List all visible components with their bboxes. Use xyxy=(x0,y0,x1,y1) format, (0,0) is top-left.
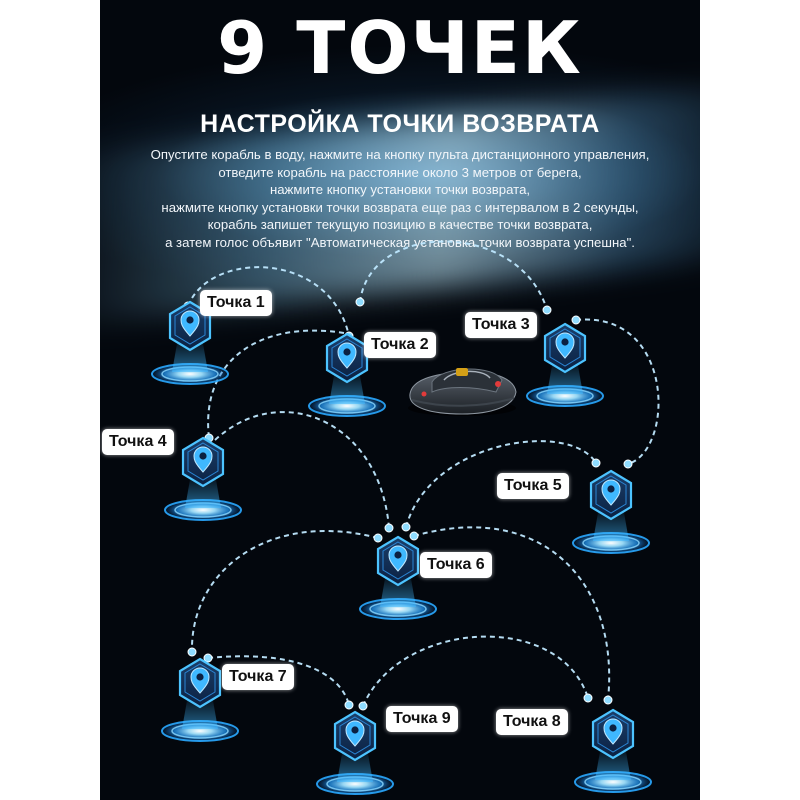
route-6-7 xyxy=(190,530,379,653)
waypoint-7-label: Точка 7 xyxy=(222,664,294,690)
instruction-line: отведите корабль на расстояние около 3 м… xyxy=(218,164,582,180)
waypoint-8-location-pin-icon xyxy=(571,708,655,795)
waypoint-4-label: Точка 4 xyxy=(102,429,174,455)
route-7-9 xyxy=(207,655,350,706)
instruction-line: нажмите кнопку установки точки возврата … xyxy=(161,199,639,215)
route-4-6 xyxy=(214,411,390,529)
waypoint-1-label: Точка 1 xyxy=(200,290,272,316)
waypoint-3-location-pin-icon xyxy=(523,322,607,409)
route-paths xyxy=(187,240,660,707)
waypoint-8-label: Точка 8 xyxy=(496,709,568,735)
boat-icon xyxy=(408,368,517,416)
route-6-5 xyxy=(405,440,597,528)
page-subtitle: НАСТРОЙКА ТОЧКИ ВОЗВРАТА xyxy=(200,110,600,138)
waypoint-4-location-pin-icon xyxy=(161,436,245,523)
waypoint-9-location-pin-icon xyxy=(313,710,397,797)
waypoint-2-label: Точка 2 xyxy=(364,332,436,358)
route-1-2 xyxy=(187,266,350,337)
waypoint-9-label: Точка 9 xyxy=(386,706,458,732)
route-6-8 xyxy=(413,526,611,701)
waypoint-6-location-pin-icon xyxy=(356,535,440,622)
instructions-text: Опустите корабль в воду, нажмите на кноп… xyxy=(100,146,700,252)
waypoint-6-label: Точка 6 xyxy=(420,552,492,578)
waypoint-5-label: Точка 5 xyxy=(497,473,569,499)
waypoint-5-location-pin-icon xyxy=(569,469,653,556)
page-title: 9 ТОЧЕК xyxy=(217,6,583,90)
poster-panel: 9 ТОЧЕК НАСТРОЙКА ТОЧКИ ВОЗВРАТА Опустит… xyxy=(100,0,700,800)
instruction-line: корабль запишет текущую позицию в качест… xyxy=(207,217,593,233)
instruction-line: а затем голос объявит "Автоматическая ус… xyxy=(165,234,635,250)
instruction-line: нажмите кнопку установки точки возврата, xyxy=(269,182,531,198)
route-9-8 xyxy=(362,635,589,707)
waypoint-diagram xyxy=(148,240,660,797)
route-2-3 xyxy=(359,240,548,311)
instruction-line: Опустите корабль в воду, нажмите на кноп… xyxy=(150,147,650,162)
waypoint-3-label: Точка 3 xyxy=(465,312,537,338)
route-2-4 xyxy=(207,329,345,439)
